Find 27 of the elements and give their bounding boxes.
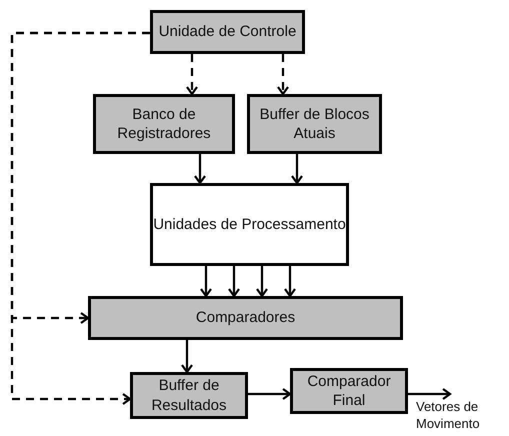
data-arrow bbox=[408, 388, 452, 400]
box-label: Unidade de Controle bbox=[158, 22, 296, 42]
box-label: Buffer de Resultados bbox=[150, 376, 228, 415]
process-box bbox=[150, 10, 305, 54]
process-box bbox=[88, 296, 403, 340]
box-label: Unidades de Processamento bbox=[153, 214, 346, 234]
data-arrow bbox=[200, 266, 212, 298]
process-box bbox=[130, 372, 248, 419]
data-arrow bbox=[290, 154, 304, 184]
output-label: Vetores de Movimento bbox=[416, 399, 481, 433]
process-box bbox=[93, 94, 235, 154]
control-arrow bbox=[10, 32, 150, 406]
control-arrow bbox=[186, 54, 198, 96]
data-arrow bbox=[256, 266, 268, 298]
box-label: Buffer de Blocos Atuais bbox=[258, 104, 370, 144]
data-arrow bbox=[228, 266, 240, 298]
control-arrow bbox=[276, 54, 290, 96]
data-arrow bbox=[194, 154, 206, 184]
process-box bbox=[290, 368, 408, 414]
process-box bbox=[150, 183, 349, 266]
box-label: Comparador Final bbox=[306, 372, 392, 410]
data-arrow bbox=[248, 388, 292, 400]
data-arrow bbox=[284, 266, 296, 298]
box-label: Comparadores bbox=[196, 308, 296, 328]
box-label: Banco de Registradores bbox=[116, 104, 212, 144]
process-box bbox=[247, 94, 382, 154]
data-arrow bbox=[180, 340, 194, 374]
